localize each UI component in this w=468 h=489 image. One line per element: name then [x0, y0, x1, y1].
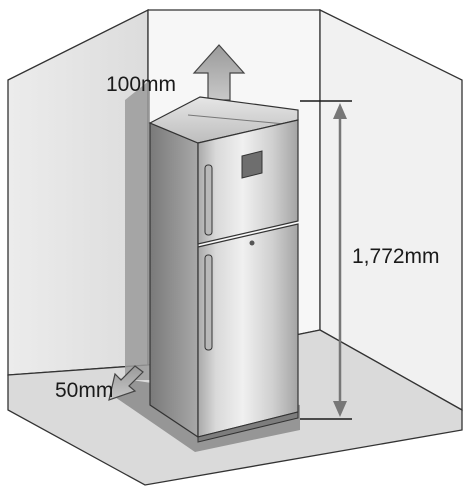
freezer-handle [204, 164, 213, 236]
fridge-side-panel [149, 122, 199, 439]
height-label: 1,772mm [352, 245, 440, 268]
door-knob-icon [249, 240, 255, 246]
height-arrowhead-top [333, 103, 347, 119]
fridge-top [148, 96, 299, 144]
height-dimension [300, 100, 352, 420]
side-clearance-label: 50mm [55, 379, 113, 402]
fridge-top-hinge [187, 114, 286, 125]
fridge-door [197, 223, 299, 438]
top-clearance-label: 100mm [106, 73, 176, 96]
freezer-door [197, 119, 299, 245]
fridge-base [197, 411, 299, 443]
fridge-handle [204, 254, 213, 351]
refrigerator [148, 96, 299, 443]
side-clearance-arrow [108, 365, 144, 401]
control-panel-icon [241, 150, 263, 179]
height-arrowhead-bottom [333, 401, 347, 417]
wall-shadow [125, 80, 150, 380]
top-clearance-arrow [192, 44, 246, 101]
